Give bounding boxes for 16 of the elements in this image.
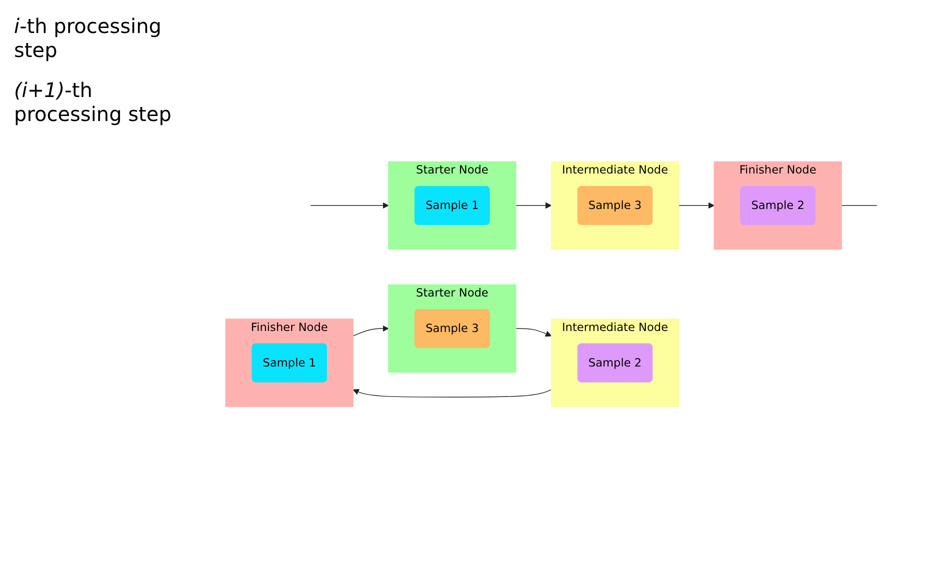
- arrow: [516, 328, 552, 336]
- cluster: [388, 161, 516, 250]
- cluster: [714, 161, 842, 250]
- step-heading: (i+1)-th processing step: [14, 78, 172, 126]
- flowchart-diagram: Finisher Node Sample 2 Intermediate Node Sample 3 Starter Node Sample 1 Finisher Node Sample 1 Intermediate Node Sample 2 Starter Node Sample 3: [220, 156, 925, 412]
- arrow: [310, 202, 389, 208]
- step-heading: i-th processing step: [14, 14, 162, 62]
- arrow: [352, 388, 552, 398]
- cluster: [388, 284, 516, 373]
- arrow: [678, 202, 714, 208]
- cluster: [225, 318, 354, 407]
- connector: [841, 204, 878, 206]
- arrow: [516, 202, 552, 208]
- arrow: [352, 325, 389, 336]
- cluster: [550, 318, 680, 407]
- cluster: [550, 161, 680, 250]
